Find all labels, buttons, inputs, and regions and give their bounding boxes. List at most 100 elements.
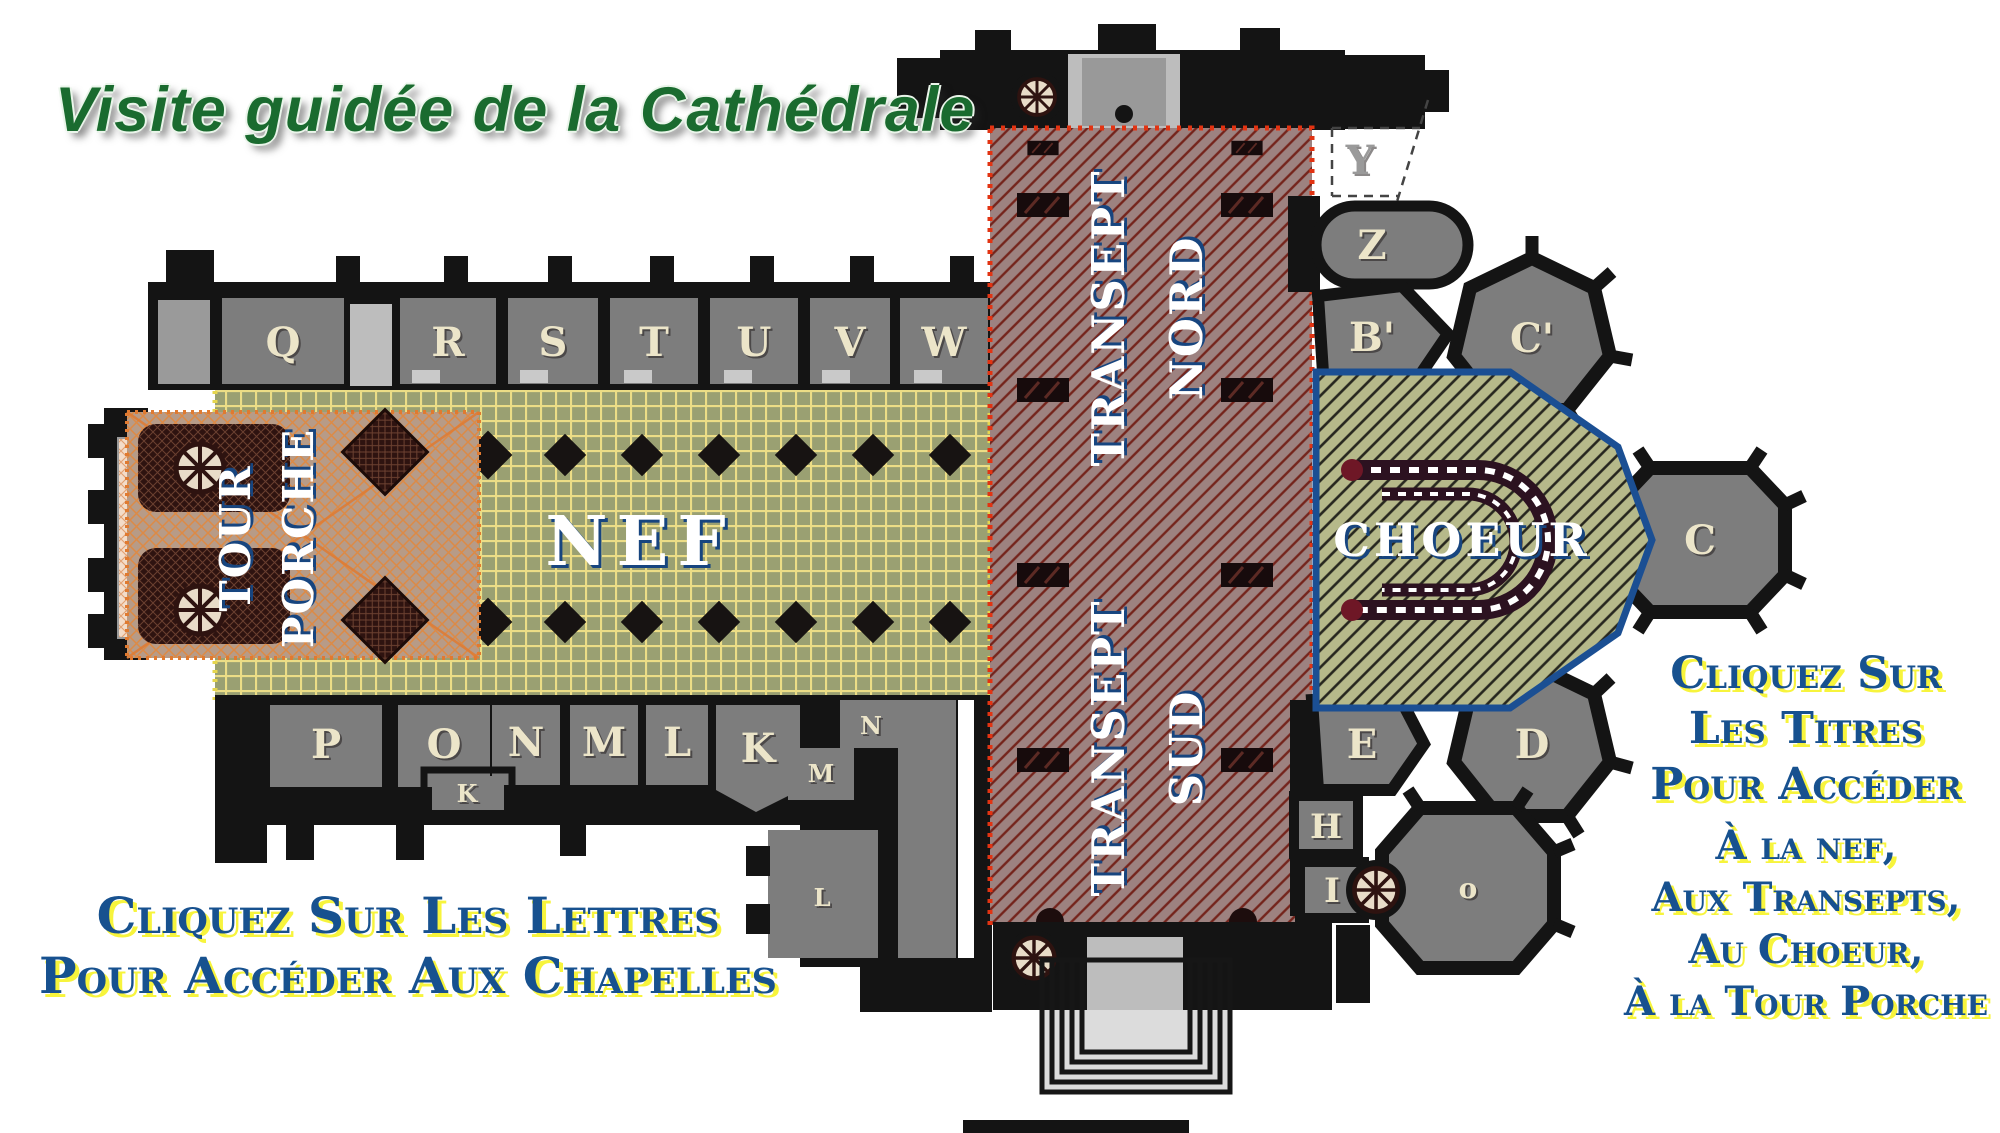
chapel-k[interactable] (716, 705, 800, 812)
chapel-letter-o[interactable]: O (427, 721, 462, 768)
chapel-q[interactable] (222, 298, 344, 384)
titles-target-transepts: Aux Transepts, (1651, 874, 1961, 922)
transept-sud-title[interactable]: TRANSEPT SUD (1082, 599, 1213, 896)
letters-instruction: Cliquez Sur Les Lettres Pour Accéder Aux… (8, 886, 808, 1006)
chapel-k-small[interactable] (432, 776, 504, 810)
chapel-letter-c[interactable]: C (1684, 517, 1716, 564)
chapel-letter-s[interactable]: S (539, 319, 568, 366)
chapel-letter-m-small[interactable]: M (808, 759, 835, 788)
chapel-letter-i[interactable]: I (1324, 871, 1340, 911)
chapel-letter-k-small[interactable]: K (457, 779, 479, 808)
north-portal (897, 24, 1449, 130)
north-side-porch (350, 304, 392, 386)
transept-nord-title[interactable]: TRANSEPT NORD (1082, 169, 1213, 466)
chapel-u[interactable] (710, 298, 798, 384)
transept-sud-word2[interactable]: SUD (1160, 690, 1213, 807)
north-buttresses (166, 250, 974, 288)
chapel-letter-t[interactable]: T (639, 319, 669, 366)
chapel-w[interactable] (900, 298, 988, 384)
tour-porche-title[interactable]: TOUR PORCHE (211, 428, 323, 648)
spiral-stair-icon (1354, 868, 1397, 911)
chapel-m[interactable] (570, 705, 638, 785)
south-portal (963, 922, 1332, 1133)
titles-target-nef: À la nef, (1715, 822, 1897, 870)
chapel-t[interactable] (610, 298, 698, 384)
chapel-letter-o-round[interactable]: o (1459, 872, 1478, 905)
sw-corner (215, 695, 267, 863)
chapel-letter-p[interactable]: P (311, 721, 341, 768)
buttress (88, 424, 110, 458)
chapel-letter-y[interactable]: Y (1345, 137, 1375, 184)
tour-porche-region: TOUR PORCHE (125, 408, 481, 664)
chapel-r[interactable] (400, 298, 496, 384)
nw-stair-bay (158, 300, 210, 384)
nef-title[interactable]: NEF (545, 502, 734, 582)
letters-instruction-line1: Cliquez Sur Les Lettres (96, 886, 720, 945)
se-corridor (958, 700, 974, 958)
titles-instruction-line2: Les Titres (1688, 703, 1924, 755)
chapel-letter-d[interactable]: D (1515, 721, 1550, 768)
chapel-k-small-box (420, 766, 516, 820)
chapel-y-outline (1330, 99, 1430, 219)
chapel-letter-u[interactable]: U (737, 319, 772, 366)
choir-floor (1312, 368, 1656, 712)
chapel-letter-m[interactable]: M (582, 719, 626, 766)
transept-nord-word1[interactable]: TRANSEPT (1082, 169, 1135, 466)
choir-region: CHOEUR (1312, 368, 1656, 712)
chapel-letter-n[interactable]: N (508, 719, 545, 766)
letters-instruction-line2: Pour Accéder Aux Chapelles (39, 946, 777, 1005)
chapel-letter-v[interactable]: V (833, 319, 866, 366)
transept-region: TRANSEPT NORD TRANSEPT SUD (987, 125, 1315, 936)
bottom-edge-bar (963, 1120, 1189, 1133)
chapel-letter-z[interactable]: Z (1357, 222, 1386, 269)
chapel-letter-w[interactable]: W (921, 319, 968, 366)
south-steps (1039, 957, 1233, 1095)
chapel-p[interactable] (270, 705, 382, 787)
spiral-stair-icon (1017, 77, 1057, 117)
chapel-letter-b-prime[interactable]: B' (1349, 314, 1395, 361)
page-title: Visite guidée de la Cathédrale (55, 75, 976, 145)
chapel-v[interactable] (810, 298, 890, 384)
titles-instruction-line3: Pour Accéder (1650, 758, 1962, 810)
chapel-letter-c-prime[interactable]: C' (1510, 315, 1554, 362)
chapel-n-small-area[interactable] (840, 700, 902, 748)
south-porch (1083, 933, 1187, 1017)
chapel-h[interactable] (1289, 791, 1363, 859)
chapel-letter-q[interactable]: Q (266, 319, 301, 366)
chapel-letter-l[interactable]: L (663, 719, 691, 766)
choir-stalls (1341, 459, 1558, 621)
tour-porche-title-word1[interactable]: TOUR (211, 464, 260, 611)
chapel-letter-l-small[interactable]: L (814, 883, 831, 912)
chapel-l[interactable] (646, 705, 708, 785)
buttress (88, 490, 110, 524)
chapel-z[interactable] (1310, 200, 1474, 290)
titles-target-choeur: Au Choeur, (1688, 926, 1924, 974)
north-door (1115, 105, 1133, 123)
buttress (88, 558, 110, 592)
chapel-letter-k[interactable]: K (741, 725, 777, 772)
chapel-s[interactable] (508, 298, 598, 384)
south-chapels: P O N M L K K (215, 695, 805, 863)
buttress (88, 614, 110, 648)
chapel-letter-n-small[interactable]: N (860, 711, 882, 740)
se-aisle (898, 700, 956, 958)
south-buttresses (286, 822, 586, 860)
buttress (746, 846, 770, 876)
transept-sud-word1[interactable]: TRANSEPT (1082, 599, 1135, 896)
choeur-title[interactable]: CHOEUR (1333, 513, 1591, 567)
titles-target-tour-porche: À la Tour Porche (1624, 978, 1988, 1026)
tour-porche-title-word2[interactable]: PORCHE (274, 428, 323, 648)
chapel-l-small-area[interactable] (768, 830, 878, 958)
chapel-letter-r[interactable]: R (431, 319, 465, 366)
north-chapels: Q R S T U V W (148, 250, 1002, 390)
southeast-chapels: N M L (746, 695, 992, 1012)
chapel-letter-e[interactable]: E (1347, 721, 1378, 768)
buttress (746, 904, 770, 934)
chapel-m-small-area[interactable] (788, 748, 854, 800)
titles-instruction: Cliquez Sur Les Titres Pour Accéder À la… (1612, 646, 2000, 1028)
chapel-letter-h[interactable]: H (1310, 807, 1342, 847)
transept-nord-word2[interactable]: NORD (1160, 236, 1213, 401)
window-sills (412, 370, 942, 383)
